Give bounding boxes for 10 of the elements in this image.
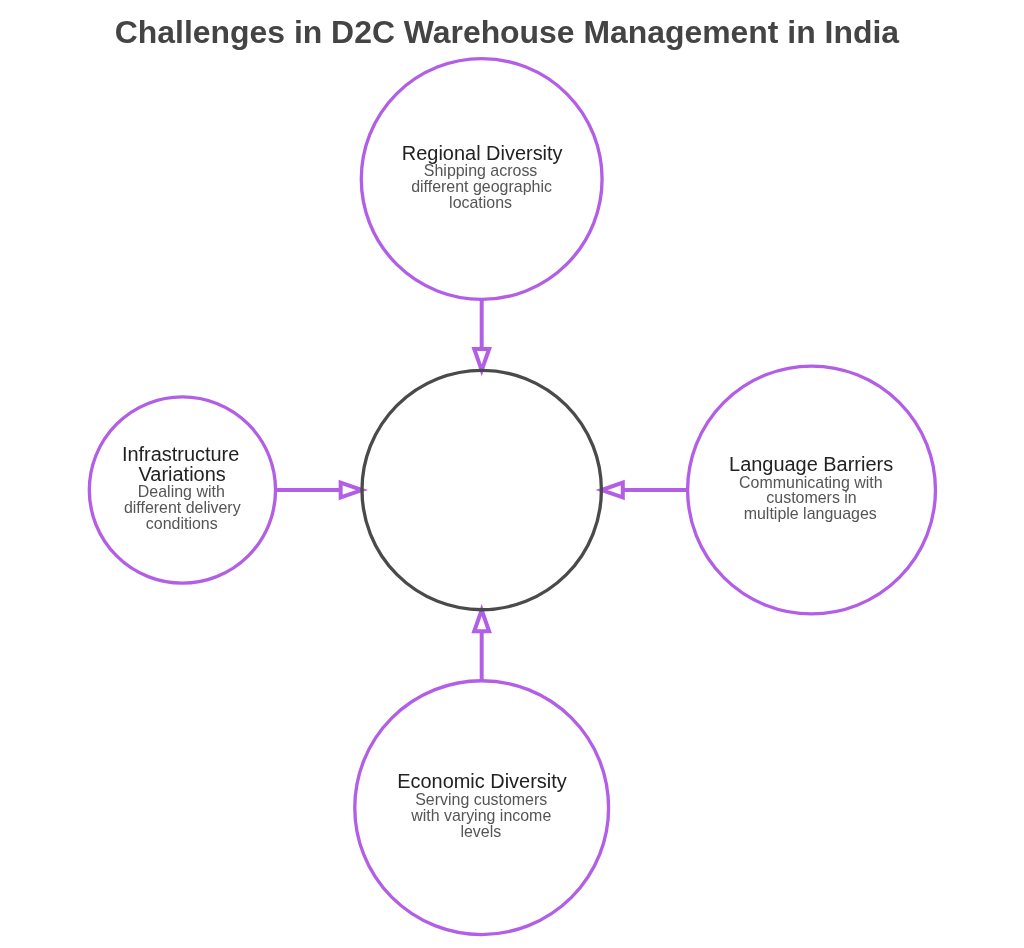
arrow [595, 479, 687, 501]
diagram-title: Challenges in D2C Warehouse Management in India [114, 13, 899, 50]
node-circle: Regional Diversity Shipping across different geographic locations [359, 56, 604, 302]
arrow [275, 479, 368, 501]
node-circle [359, 368, 603, 612]
arrow [470, 603, 492, 681]
node-circle: Infrastructure Variations Dealing with different delivery conditions [87, 395, 277, 585]
arrow [470, 299, 492, 377]
node-circle: Economic Diversity Serving customers with varying income levels [352, 679, 610, 937]
node-circle: Language Barriers Communicating with customers in multiple languages [685, 364, 937, 616]
